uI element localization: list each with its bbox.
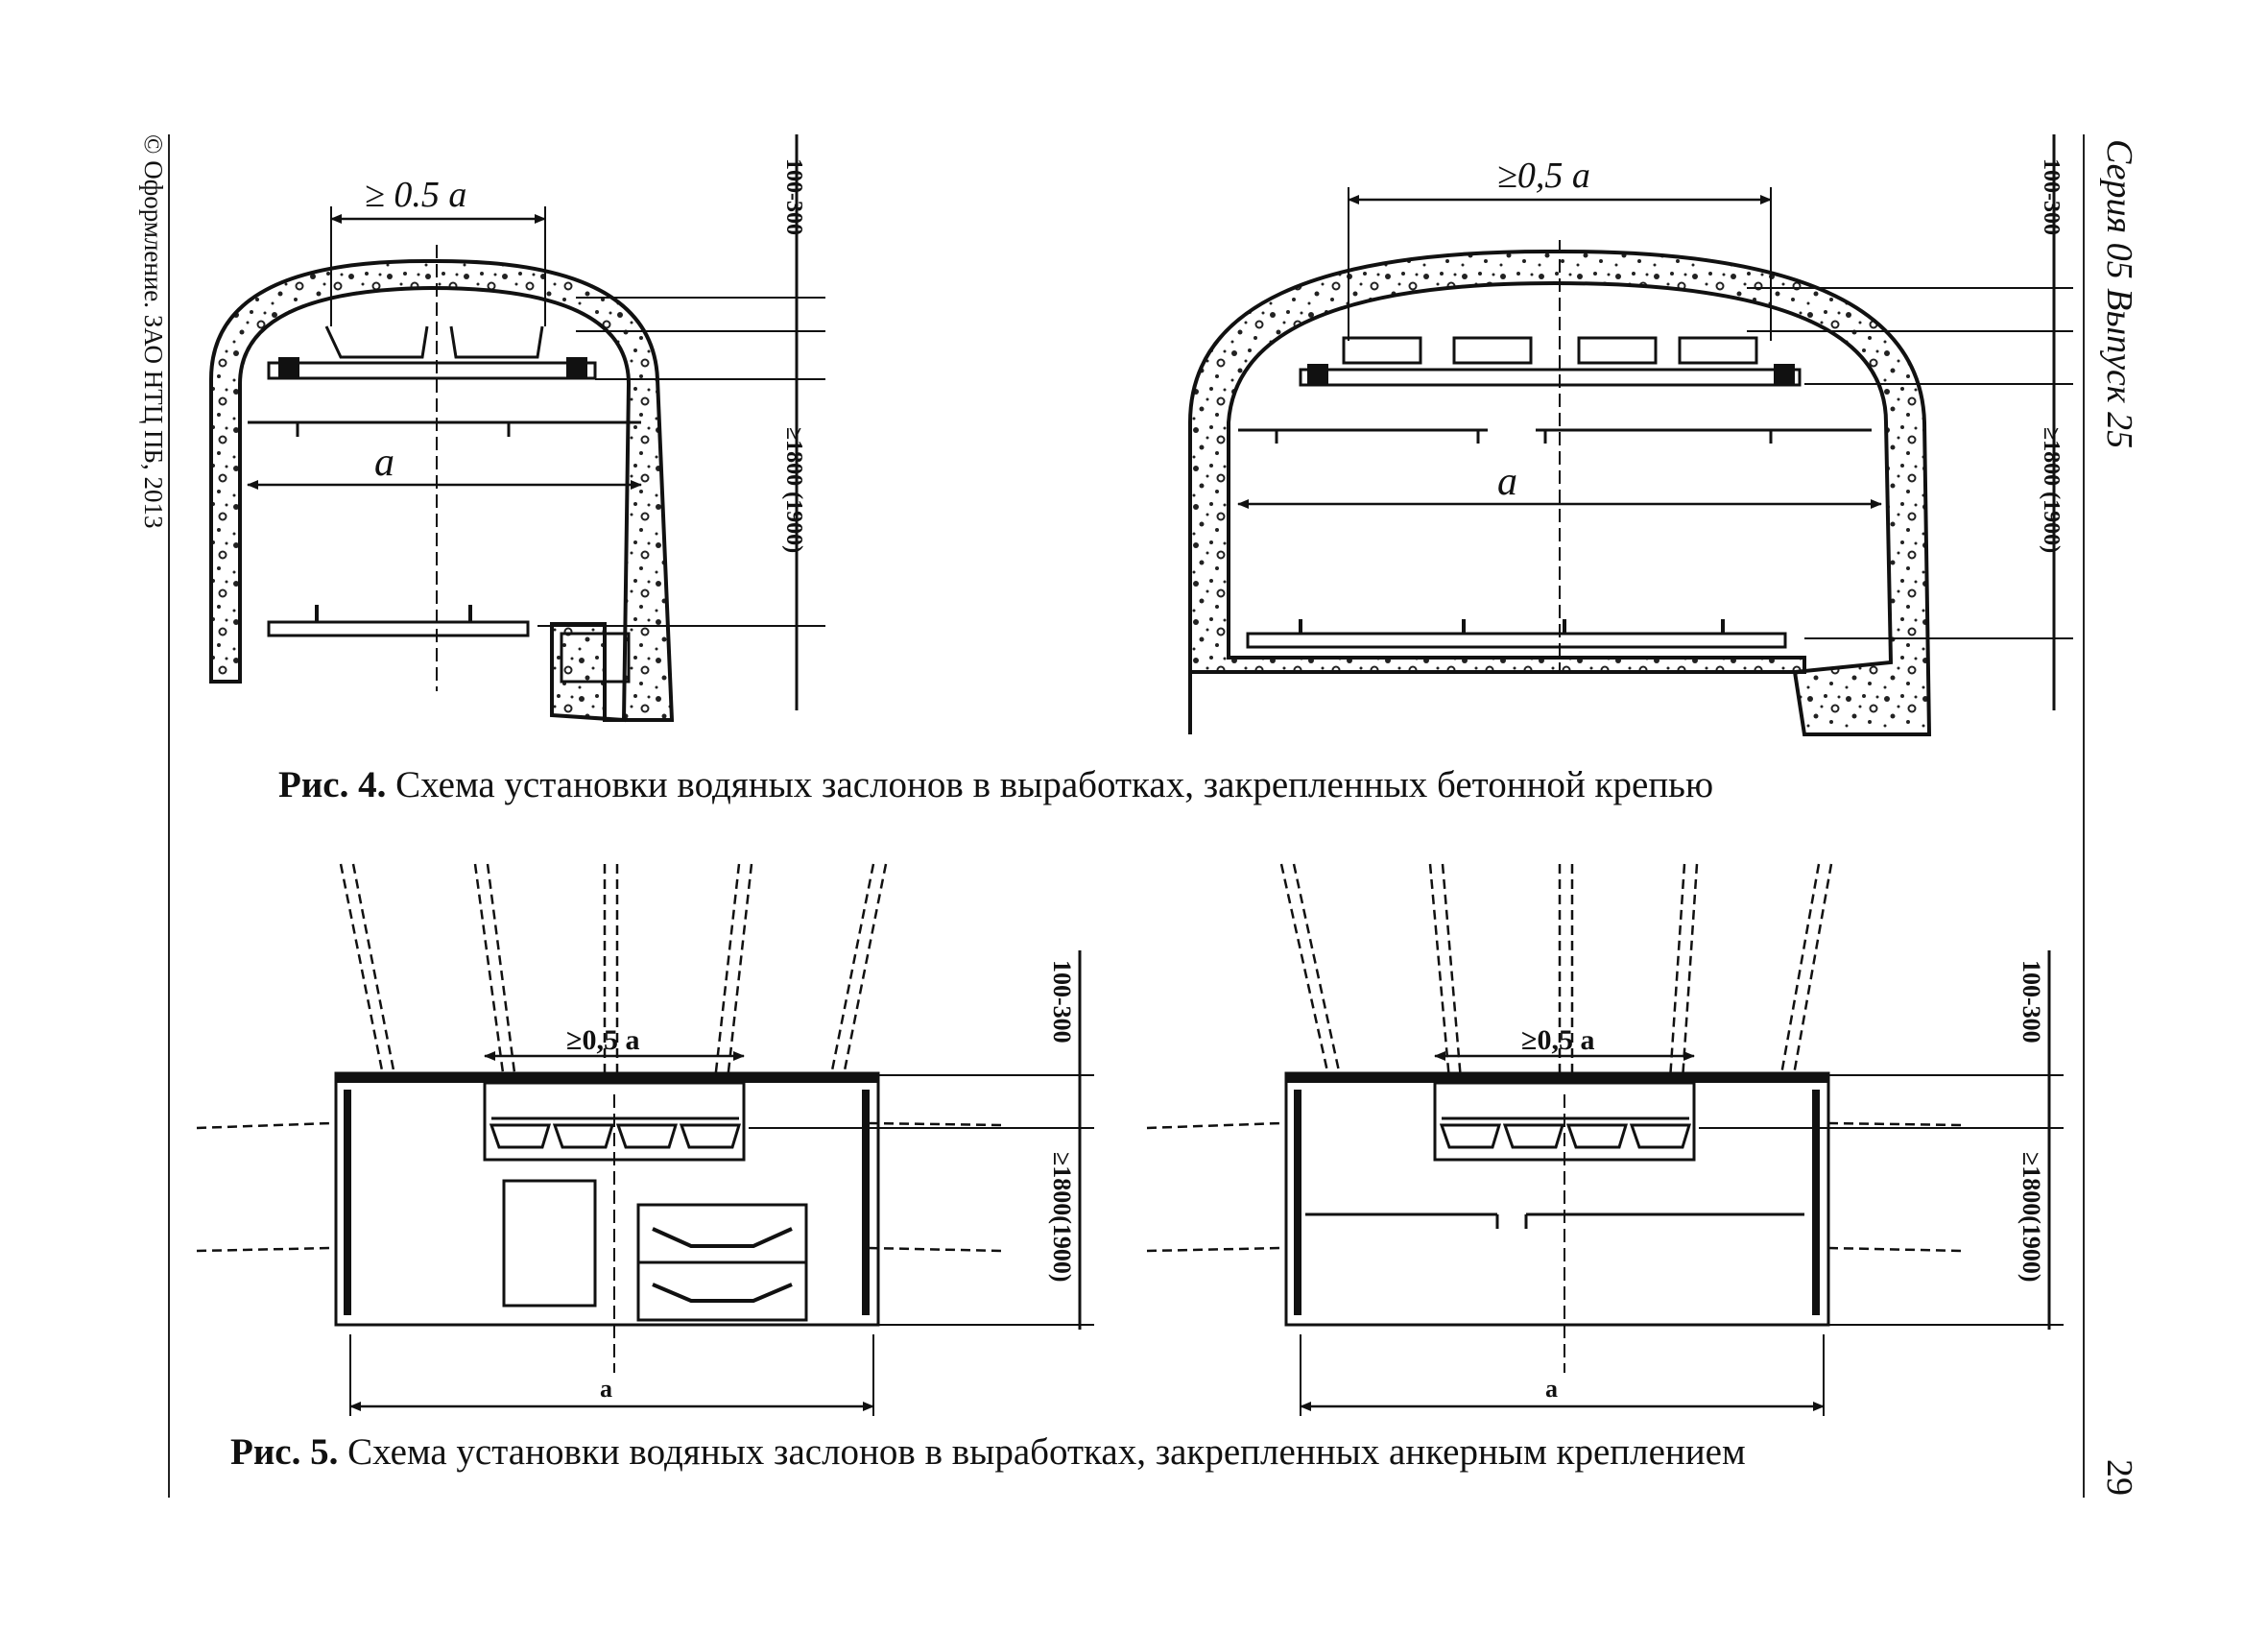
fig5-left-diagram: ≥0,5 a a 100-300 ≥1800(1900) bbox=[196, 863, 1094, 1416]
fig5-left-width-dim: a bbox=[600, 1375, 612, 1403]
fig5-right-diagram: ≥0,5 a a 100-300 ≥1800(1900) bbox=[1146, 863, 2064, 1416]
fig4-left-height-dim: ≥1800 (1900) bbox=[781, 427, 806, 553]
right-margin-line bbox=[2083, 134, 2085, 1498]
fig5-caption: Рис. 5. Схема установки водяных заслонов… bbox=[230, 1430, 1746, 1474]
fig4-caption-text: Схема установки водяных заслонов в выраб… bbox=[386, 764, 1714, 805]
fig4-left-width-dim: a bbox=[374, 441, 394, 485]
fig4-left-gap-dim: 100-300 bbox=[781, 158, 806, 235]
fig5-left-gap-dim: 100-300 bbox=[1048, 960, 1076, 1044]
fig4-right-width-dim: a bbox=[1497, 460, 1517, 504]
fig5-caption-text: Схема установки водяных заслонов в выраб… bbox=[338, 1431, 1746, 1473]
fig5-caption-label: Рис. 5. bbox=[230, 1431, 339, 1473]
fig4-left-top-dim: ≥ 0.5 a bbox=[365, 175, 466, 215]
left-margin-line bbox=[168, 134, 170, 1498]
fig4-left-diagram: ≥ 0.5 a a 100-300 ≥1800 (1900) bbox=[209, 134, 825, 723]
fig5-right-top-dim: ≥0,5 a bbox=[1521, 1024, 1594, 1056]
fig5-left-height-dim: ≥1800(1900) bbox=[1048, 1152, 1076, 1283]
fig4-caption: Рис. 4. Схема установки водяных заслонов… bbox=[278, 763, 1713, 806]
fig4-right-diagram: ≥0,5 a a 100-300 ≥1800 (1900) bbox=[1188, 134, 2073, 736]
fig4-right-top-dim: ≥0,5 a bbox=[1497, 156, 1590, 196]
fig5-right-height-dim: ≥1800(1900) bbox=[2017, 1152, 2045, 1283]
fig5-right-gap-dim: 100-300 bbox=[2017, 960, 2045, 1044]
fig4-caption-label: Рис. 4. bbox=[278, 764, 387, 805]
fig5-right-width-dim: a bbox=[1545, 1375, 1558, 1403]
fig4-right-gap-dim: 100-300 bbox=[2039, 158, 2064, 235]
fig5-left-top-dim: ≥0,5 a bbox=[566, 1024, 639, 1056]
fig4-right-height-dim: ≥1800 (1900) bbox=[2039, 427, 2064, 553]
